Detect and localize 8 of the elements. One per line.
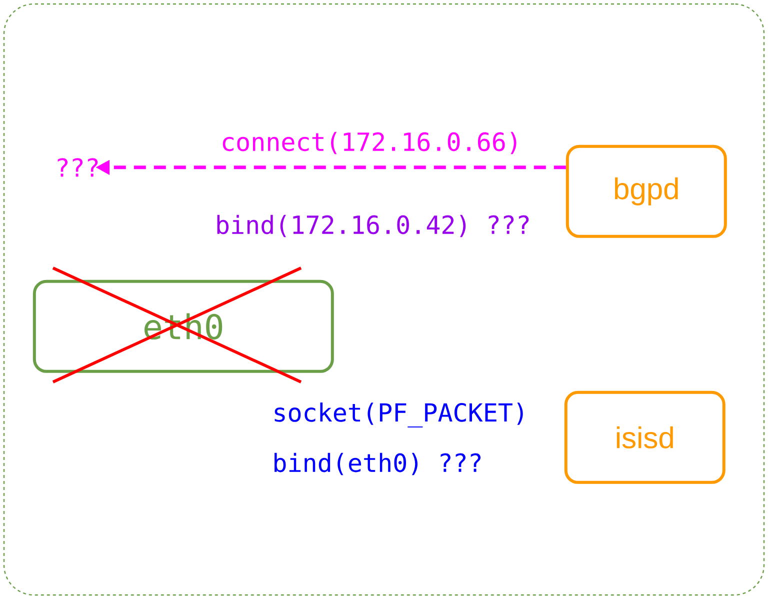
daemon-box: bgpd — [566, 144, 727, 238]
system-frame — [3, 3, 765, 596]
daemon-box: isisd — [564, 390, 726, 484]
unknown-target: ??? — [58, 158, 98, 177]
edge-label: connect(172.16.0.66) — [220, 130, 523, 156]
call-label: bind(eth0) ??? — [274, 452, 481, 476]
call-label: bind(172.16.0.42) ??? — [217, 214, 529, 238]
call-label: socket(PF_PACKET) — [274, 402, 523, 428]
